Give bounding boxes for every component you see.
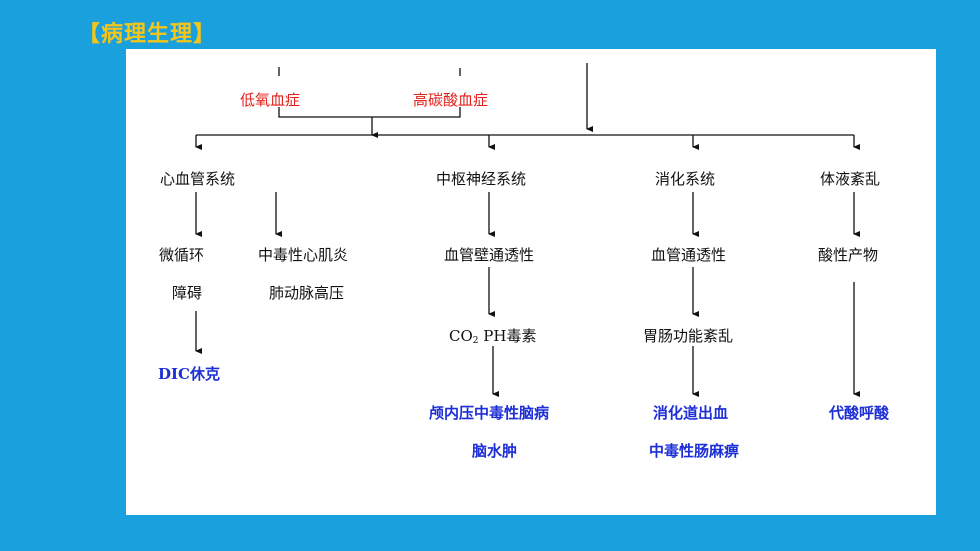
cardio-myocarditis: 中毒性心肌炎 xyxy=(258,246,349,264)
dig-outcome-2: 中毒性肠麻痹 xyxy=(649,442,740,460)
system-fluid: 体液紊乱 xyxy=(820,170,881,188)
dig-outcome-1: 消化道出血 xyxy=(653,404,729,422)
slide-title: 【病理生理】 xyxy=(78,22,217,47)
cardio-pah: 肺动脉高压 xyxy=(269,284,345,302)
fluid-acid: 酸性产物 xyxy=(818,246,879,264)
diagram-panel: 低氧血症 高碳酸血症 心血管系统 中枢神经系统 消化系统 体液紊乱 微循环 障碍… xyxy=(126,49,936,515)
cause-bracket xyxy=(278,107,461,118)
dig-gi: 胃肠功能紊乱 xyxy=(643,327,734,345)
label-hypoxemia: 低氧血症 xyxy=(240,91,301,109)
label-hypercapnia: 高碳酸血症 xyxy=(413,91,489,109)
system-cns: 中枢神经系统 xyxy=(436,170,527,188)
cardio-micro-line2: 障碍 xyxy=(172,284,203,302)
cns-outcome-1: 颅内压中毒性脑病 xyxy=(429,404,550,422)
cns-co2: CO2 PH毒素 xyxy=(449,327,537,346)
cns-vessel: 血管壁通透性 xyxy=(444,246,535,264)
cardio-micro-line1: 微循环 xyxy=(159,246,205,264)
system-cardio: 心血管系统 xyxy=(160,170,236,188)
cardio-outcome: DIC休克 xyxy=(158,365,220,383)
system-digestive: 消化系统 xyxy=(655,170,716,188)
fluid-outcome: 代酸呼酸 xyxy=(829,404,890,422)
connector-lines xyxy=(195,63,860,397)
cns-outcome-2: 脑水肿 xyxy=(472,442,518,460)
dig-vessel: 血管通透性 xyxy=(651,246,727,264)
